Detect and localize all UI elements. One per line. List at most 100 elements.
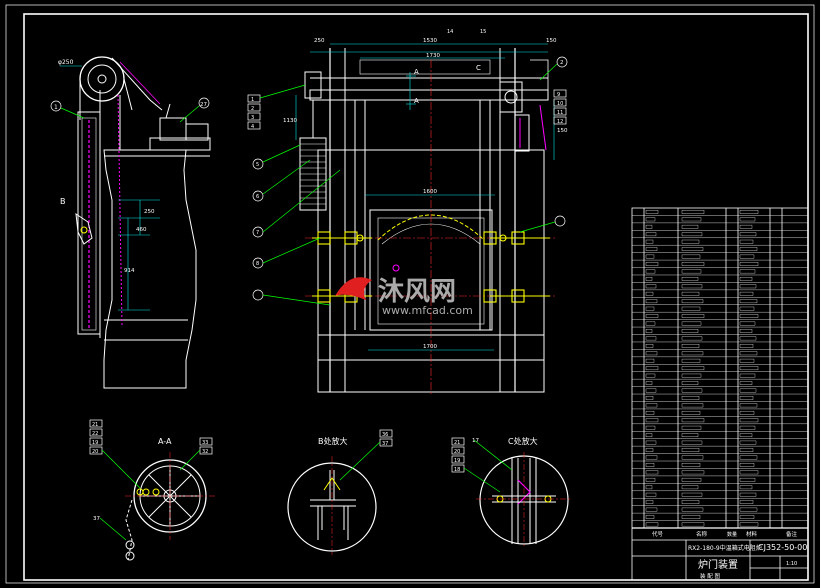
front-view-accents xyxy=(392,104,547,272)
parts-list-cell xyxy=(739,381,753,385)
parts-list-cell xyxy=(681,373,702,378)
parts-list-cell xyxy=(645,262,659,266)
parts-list-cell xyxy=(645,210,659,214)
marker-c: C xyxy=(476,64,481,72)
title-block-text: 代号 名称 数量 材料 备注 RX2-180-9中温箱式电阻炉 CJ352-50… xyxy=(652,530,807,580)
parts-list-cell xyxy=(681,455,704,460)
front-view-dimension-text: 250 1530 150 1730 1600 1700 1130 150 14 … xyxy=(283,29,568,350)
parts-list-cell xyxy=(739,232,757,237)
parts-header-code: 代号 xyxy=(652,530,664,538)
balloon-motor: 27 xyxy=(200,102,207,108)
parts-list-cell xyxy=(645,425,656,430)
parts-list-cell xyxy=(645,507,658,512)
dim-left-h2: 460 xyxy=(136,227,147,233)
parts-list-cell xyxy=(681,470,705,475)
drawing-scale: 1:10 xyxy=(786,561,797,567)
parts-list-cell xyxy=(645,321,656,326)
balloon-c-left: 21 xyxy=(454,440,460,446)
parts-list-cell xyxy=(681,425,702,430)
parts-list-cell xyxy=(681,448,700,452)
parts-list-cell xyxy=(681,277,699,281)
dim-inner-width: 1600 xyxy=(423,189,437,195)
parts-list-cell xyxy=(681,522,705,527)
watermark-logo-icon xyxy=(335,277,372,300)
dim-top-span: 1730 xyxy=(426,53,440,59)
parts-list-cell xyxy=(645,239,654,244)
parts-list-cell xyxy=(739,284,757,289)
detail-c-centerline xyxy=(476,452,572,548)
dim-top-small-2: 15 xyxy=(480,29,486,35)
balloon-c-left: 18 xyxy=(454,467,460,473)
parts-list-cell xyxy=(645,463,655,467)
parts-list-cell xyxy=(645,373,656,378)
parts-list-cell xyxy=(681,500,700,504)
parts-header-material: 材料 xyxy=(746,530,758,538)
dim-right-mid: 150 xyxy=(557,128,568,134)
detail-c-text: C处放大 17 xyxy=(472,436,538,446)
marker-a-bottom: A xyxy=(414,97,419,105)
balloon-front-left: 1 xyxy=(251,97,254,103)
side-view-balloons xyxy=(50,97,210,123)
parts-list-cell xyxy=(739,210,759,214)
dim-top-small-1: 14 xyxy=(447,29,453,35)
dim-side-height: 1130 xyxy=(283,118,297,124)
parts-list-cell xyxy=(739,410,755,415)
parts-list-cell xyxy=(739,247,758,251)
parts-list-cell xyxy=(681,291,700,296)
parts-list-cell xyxy=(681,217,702,222)
dim-top-right: 150 xyxy=(546,38,557,44)
detail-c-title: C处放大 xyxy=(508,436,538,446)
watermark: 沐风网 www.mfcad.com xyxy=(335,277,473,317)
parts-list-cell xyxy=(645,396,654,400)
parts-list-cell xyxy=(645,515,655,519)
parts-list-cell xyxy=(739,403,758,408)
parts-list-cell xyxy=(681,344,700,348)
dim-top-left: 250 xyxy=(314,38,325,44)
parts-list-cell xyxy=(739,448,754,452)
parts-list-cell xyxy=(739,366,759,371)
parts-list-cell xyxy=(681,269,702,274)
parts-list-cell xyxy=(681,492,703,497)
parts-list-cell xyxy=(739,306,755,311)
balloon-c-left: 20 xyxy=(454,449,460,455)
side-view-balloon-text: 1 27 xyxy=(54,102,207,111)
side-view-dimensions xyxy=(60,65,160,311)
parts-list-cell xyxy=(681,329,699,333)
drawing-title: 炉门装置 xyxy=(698,558,738,571)
parts-list-cell xyxy=(739,277,753,281)
parts-list-cell xyxy=(681,381,699,385)
parts-list-cell xyxy=(739,351,758,356)
parts-list-cell xyxy=(645,224,653,229)
balloon-aa-left: 20 xyxy=(92,449,98,455)
balloon-aa-left: 22 xyxy=(92,431,98,437)
balloon-front-left: 2 xyxy=(251,106,254,112)
section-aa-balloons xyxy=(89,419,213,541)
balloon-aa-bottom: 37 xyxy=(93,516,100,522)
parts-list-cell xyxy=(739,425,756,430)
parts-list-cell xyxy=(645,314,659,318)
balloon-aa-left: 21 xyxy=(92,422,98,428)
parts-list-cell xyxy=(739,373,756,378)
balloon-right-top: 2 xyxy=(560,60,564,66)
parts-list-cell xyxy=(645,477,656,482)
parts-list-cell xyxy=(739,433,753,438)
section-aa-text: A-A 37 xyxy=(93,437,172,522)
parts-list-cell xyxy=(681,232,703,237)
parts-list-cell xyxy=(681,507,704,512)
parts-list-cell xyxy=(645,485,653,490)
parts-list-cell xyxy=(645,448,654,452)
dim-left-h1: 250 xyxy=(144,209,155,215)
front-view-balloons xyxy=(247,56,568,306)
parts-list-cell xyxy=(739,492,757,497)
marker-a-top: A xyxy=(414,68,419,76)
balloon-b-right: 37 xyxy=(382,441,388,447)
parts-list-cell xyxy=(739,291,754,296)
parts-list-cell xyxy=(739,217,756,222)
parts-list-cell xyxy=(645,254,655,259)
parts-list-cell xyxy=(681,366,705,371)
parts-list-cell xyxy=(739,485,753,490)
parts-list-cell xyxy=(681,388,703,393)
parts-list-cell xyxy=(681,396,700,400)
parts-list-cell xyxy=(645,306,655,311)
